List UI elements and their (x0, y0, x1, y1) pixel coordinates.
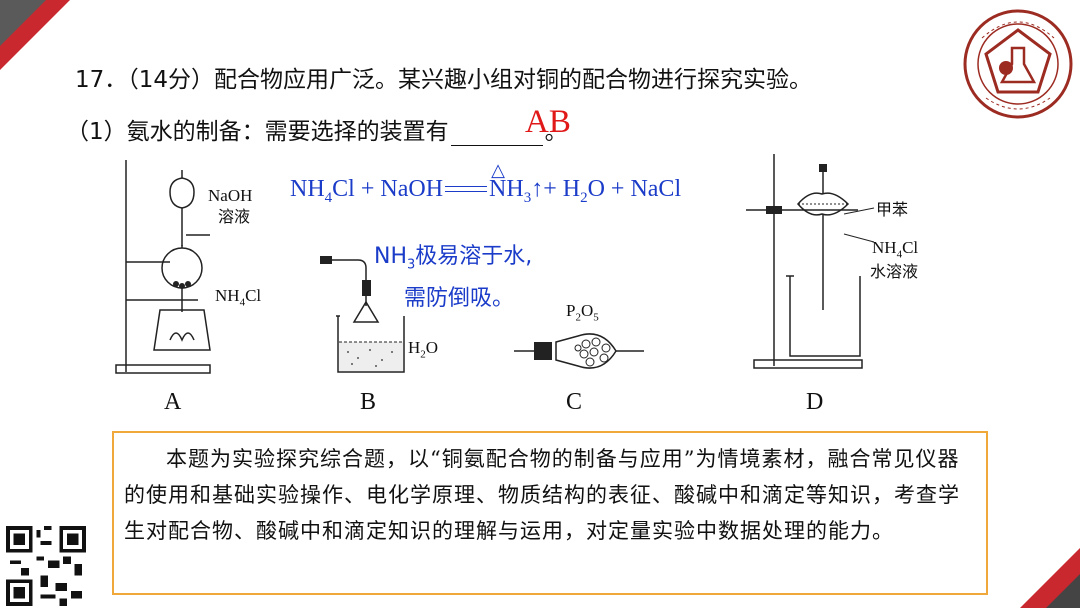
part1-suffix: 。 (544, 119, 568, 145)
apparatus-b-drawing (320, 256, 405, 373)
label-toluene: 甲苯 (876, 200, 909, 219)
label-d-nh4cl: NH4Cl (872, 238, 918, 264)
summary-box: 本题为实验探究综合题，以“铜氨配合物的制备与应用”为情境素材，融合常见仪器的使用… (112, 431, 988, 595)
label-a: A (164, 389, 182, 415)
apparatus-c-drawing (514, 333, 644, 369)
question-part1: （1）氨水的制备：需要选择的装置有 。 (66, 112, 568, 146)
d-nh4cl-a: NH (872, 238, 897, 257)
d-nh4cl-b: Cl (902, 238, 919, 257)
eq-arrow (443, 186, 489, 192)
heating-condition: △ (491, 160, 505, 181)
eq-p1-tail: ↑+ H (531, 176, 581, 202)
part1-prefix: （1）氨水的制备：需要选择的装置有 (66, 119, 449, 145)
d-nh4cl-sub: 4 (896, 248, 903, 261)
question-title: 17．（14分）配合物应用广泛。某兴趣小组对铜的配合物进行探究实验。 (75, 67, 813, 93)
eq-p2-tail: O + NaCl (587, 176, 682, 202)
c-p-sub1: 2 (575, 311, 581, 324)
label-aqueous-solution: 水溶液 (870, 262, 919, 281)
corner-decoration-top-left-dark (0, 0, 46, 46)
eq-r1: NH (290, 176, 325, 202)
absorption-note: NH3极易溶于水, 需防倒吸。 (374, 240, 532, 316)
a-nh4cl-sub: 4 (239, 296, 246, 309)
label-a-nh4cl: NH4Cl (215, 286, 261, 312)
b-water-b: O (425, 338, 439, 357)
summary-text: 本题为实验探究综合题，以“铜氨配合物的制备与应用”为情境素材，融合常见仪器的使用… (124, 447, 960, 543)
a-nh4cl-b: Cl (245, 286, 262, 305)
label-p2o5: P2O5 (566, 301, 599, 327)
eq-p1-sub: 3 (523, 189, 532, 206)
b-water-a: H (408, 338, 421, 357)
c-p-b: O (580, 301, 594, 320)
eq-r1-tail: Cl + NaOH (332, 176, 444, 202)
b-water-sub: 2 (420, 348, 426, 361)
note-nh: NH (374, 244, 407, 269)
label-d: D (806, 389, 824, 415)
label-c: C (566, 389, 583, 415)
apparatus-a-drawing (115, 160, 211, 374)
studio-seal-logo (963, 9, 1073, 119)
eq-r1-sub: 4 (324, 189, 333, 206)
label-naoh-solution: 溶液 (218, 207, 251, 226)
label-naoh: NaOH (208, 186, 253, 205)
answer-text: AB (525, 104, 571, 140)
corner-decoration-bottom-right-dark (1046, 574, 1080, 608)
qr-code[interactable] (6, 526, 86, 606)
label-water: H2O (408, 338, 438, 364)
note-line2: 需防倒吸。 (404, 286, 515, 312)
note-line1: 极易溶于水, (415, 244, 533, 269)
note-sub: 3 (407, 257, 416, 273)
eq-p2-sub: 2 (580, 189, 588, 206)
eq-p1: NH (489, 176, 524, 202)
answer-blank (450, 121, 543, 146)
a-nh4cl-a: NH (215, 286, 240, 305)
d-pointer-lines (843, 207, 875, 243)
c-p-sub2: 5 (593, 311, 599, 324)
apparatus-d-drawing (746, 154, 863, 369)
c-p-a: P (566, 301, 576, 320)
label-b: B (360, 389, 377, 415)
